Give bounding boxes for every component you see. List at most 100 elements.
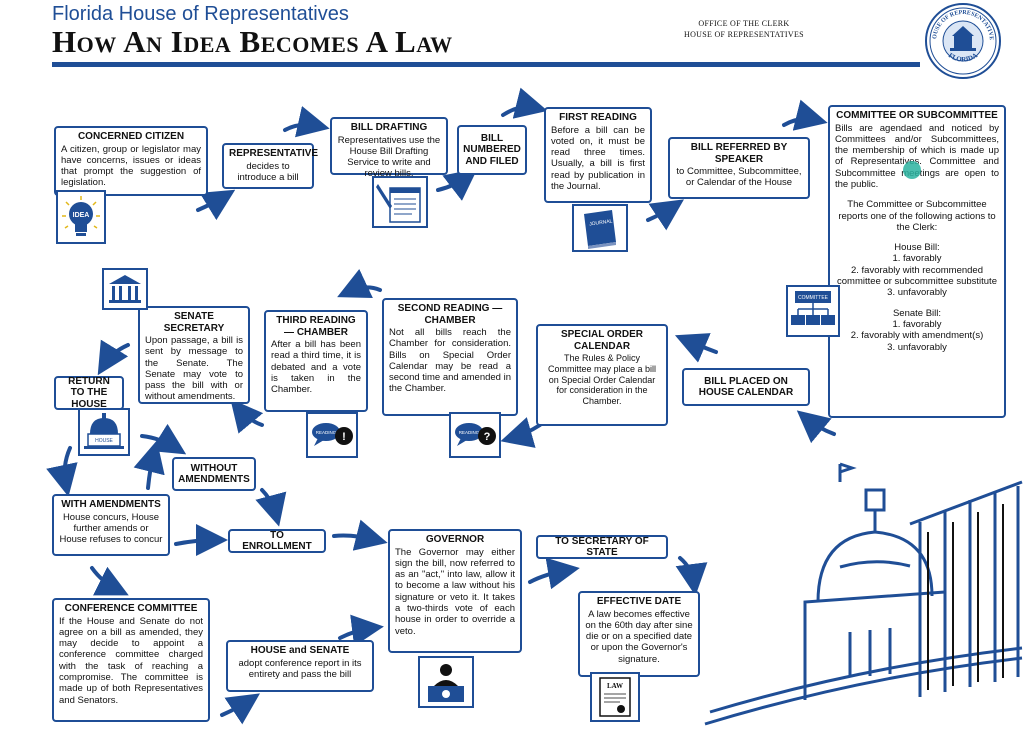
second-reading-label: READING — [459, 430, 480, 435]
page-title: How An Idea Becomes A Law — [52, 24, 453, 59]
arrow-numbered-to-first — [501, 87, 548, 119]
step-text: The Rules & Policy Committee may place a… — [547, 353, 657, 407]
senate-bill-option: 1. favorably — [892, 318, 942, 330]
step-title: BILL REFERRED BY SPEAKER — [690, 142, 788, 165]
arrow-return-to-without — [140, 423, 187, 455]
step-text: The Governor may either sign the bill, n… — [395, 546, 515, 637]
step-bill-drafting: BILL DRAFTING Representatives use the Ho… — [330, 117, 448, 179]
idea-label: IDEA — [73, 212, 90, 219]
clerk-office-label: OFFICE OF THE CLERK HOUSE OF REPRESENTAT… — [684, 18, 804, 40]
arrow-second-to-third — [337, 269, 382, 298]
step-title: SECOND READING — CHAMBER — [397, 303, 503, 326]
arrow-calendar-to-special — [674, 333, 718, 363]
step-title: SPECIAL ORDER CALENDAR — [560, 329, 644, 352]
step-text: A citizen, group or legislator may have … — [61, 143, 201, 189]
committee-org-chart-icon: COMMITTEE — [786, 285, 840, 337]
step-text: If the House and Senate do not agree on … — [59, 615, 203, 706]
svg-text:FLORIDA: FLORIDA — [947, 51, 979, 64]
journal-book-icon: JOURNAL — [572, 204, 628, 252]
step-return-house: RETURN TO THE HOUSE — [54, 376, 124, 410]
arrow-citizen-to-rep — [196, 189, 236, 221]
house-bill-option: 1. favorably — [892, 253, 942, 265]
step-title: BILL DRAFTING — [350, 122, 428, 133]
arrow-referred-to-committee — [782, 99, 828, 131]
step-text: After a bill has been read a third time,… — [271, 339, 361, 396]
arrow-conference-to-housesenate — [220, 693, 260, 725]
house-capitol-icon: HOUSE — [78, 408, 130, 456]
step-title: SENATE SECRETARY — [163, 311, 225, 334]
step-title: CONCERNED CITIZEN — [77, 131, 185, 142]
arrow-secretary-to-effective — [675, 556, 708, 596]
arrow-with-to-conference — [90, 566, 129, 596]
step-concerned-citizen: CONCERNED CITIZEN A citizen, group or le… — [54, 126, 208, 196]
arrow-first-to-referred — [646, 199, 684, 231]
arrow-special-to-second — [500, 417, 542, 448]
step-bill-numbered: BILL NUMBERED AND FILED — [457, 125, 527, 175]
step-text: Not all bills reach the Chamber for cons… — [389, 327, 511, 395]
journal-label: JOURNAL — [589, 218, 613, 227]
step-with-amendments: WITH AMENDMENTS House concurs, House fur… — [52, 494, 170, 556]
arrow-rep-to-drafting — [283, 106, 330, 138]
governor-podium-icon — [418, 656, 474, 708]
step-title: TO ENROLLMENT — [242, 529, 312, 553]
law-label: LAW — [607, 682, 623, 690]
arrow-senate-to-return — [97, 339, 130, 376]
bill-drafting-pen-icon — [372, 176, 428, 228]
house-icon-label: HOUSE — [95, 438, 113, 444]
step-title: BILL PLACED ON HOUSE CALENDAR — [698, 375, 794, 399]
senate-bill-label: Senate Bill: — [892, 307, 942, 319]
arrow-enrollment-to-governor — [332, 519, 388, 551]
step-conference-committee: CONFERENCE COMMITTEE If the House and Se… — [52, 598, 210, 722]
step-governor: GOVERNOR The Governor may either sign th… — [388, 529, 522, 653]
committee-report-intro: The Committee or Subcommittee reports on… — [838, 199, 996, 233]
step-title: BILL NUMBERED AND FILED — [463, 132, 521, 167]
second-reading-speech-icon: READING ? — [449, 412, 501, 458]
step-title: HOUSE and SENATE — [250, 645, 350, 656]
step-title: FIRST READING — [559, 112, 637, 123]
house-seal-icon: HOUSE OF REPRESENTATIVES FLORIDA — [924, 2, 1001, 79]
third-reading-label: READING — [316, 430, 337, 435]
step-text: Before a bill can be voted on, it must b… — [551, 124, 645, 192]
arrow-with-to-enrollment — [174, 524, 228, 557]
arrow-housesenate-to-governor — [338, 614, 384, 647]
law-document-icon: LAW — [590, 672, 640, 722]
step-house-calendar: BILL PLACED ON HOUSE CALENDAR — [682, 368, 810, 406]
arrow-third-to-senate — [230, 398, 264, 434]
step-title: TO SECRETARY OF STATE — [555, 535, 649, 559]
step-house-and-senate: HOUSE and SENATE adopt conference report… — [226, 640, 374, 692]
step-title: GOVERNOR — [425, 534, 485, 545]
step-text: decides to introduce a bill — [237, 160, 299, 183]
clerk-line-2: HOUSE OF REPRESENTATIVES — [684, 30, 804, 39]
third-reading-speech-icon: READING ! — [306, 412, 358, 458]
arrow-return-to-with — [46, 446, 78, 497]
pointer-highlight — [903, 161, 921, 179]
svg-text:!: ! — [342, 431, 346, 443]
step-title: COMMITTEE OR SUBCOMMITTEE — [836, 110, 998, 121]
step-text: A law becomes effective on the 60th day … — [585, 608, 693, 665]
arrow-governor-to-secretary — [528, 557, 580, 590]
step-title: CONFERENCE COMMITTEE — [64, 603, 198, 614]
step-without-amendments: WITHOUT AMENDMENTS — [172, 457, 256, 491]
capitol-building-icon — [704, 462, 1023, 726]
step-special-order: SPECIAL ORDER CALENDAR The Rules & Polic… — [536, 324, 668, 426]
step-text: House concurs, House further amends or H… — [59, 511, 163, 546]
committee-label: COMMITTEE — [798, 295, 829, 301]
header-subtitle: Florida House of Representatives — [52, 3, 349, 25]
step-title: WITHOUT AMENDMENTS — [178, 462, 250, 486]
step-representative: REPRESENTATIVE decides to introduce a bi… — [222, 143, 318, 189]
svg-text:?: ? — [484, 431, 491, 443]
step-title: RETURN TO THE HOUSE — [68, 375, 110, 410]
idea-lightbulb-icon: IDEA — [56, 190, 106, 244]
step-title: THIRD READING — CHAMBER — [276, 315, 356, 338]
step-text: Representatives use the House Bill Draft… — [337, 134, 441, 180]
step-senate-secretary: SENATE SECRETARY Upon passage, a bill is… — [138, 306, 250, 404]
step-to-secretary-of-state: TO SECRETARY OF STATE — [536, 535, 668, 559]
house-bill-option: 3. unfavorably — [887, 287, 947, 299]
senate-bill-option: 2. favorably with amendment(s) — [850, 330, 984, 342]
step-text: Upon passage, a bill is sent by message … — [145, 335, 243, 403]
arrow-with-to-return — [133, 440, 165, 490]
step-title: EFFECTIVE DATE — [596, 596, 682, 607]
arrow-without-to-enrollment — [255, 488, 287, 527]
step-text: adopt conference report in its entirety … — [238, 657, 362, 680]
